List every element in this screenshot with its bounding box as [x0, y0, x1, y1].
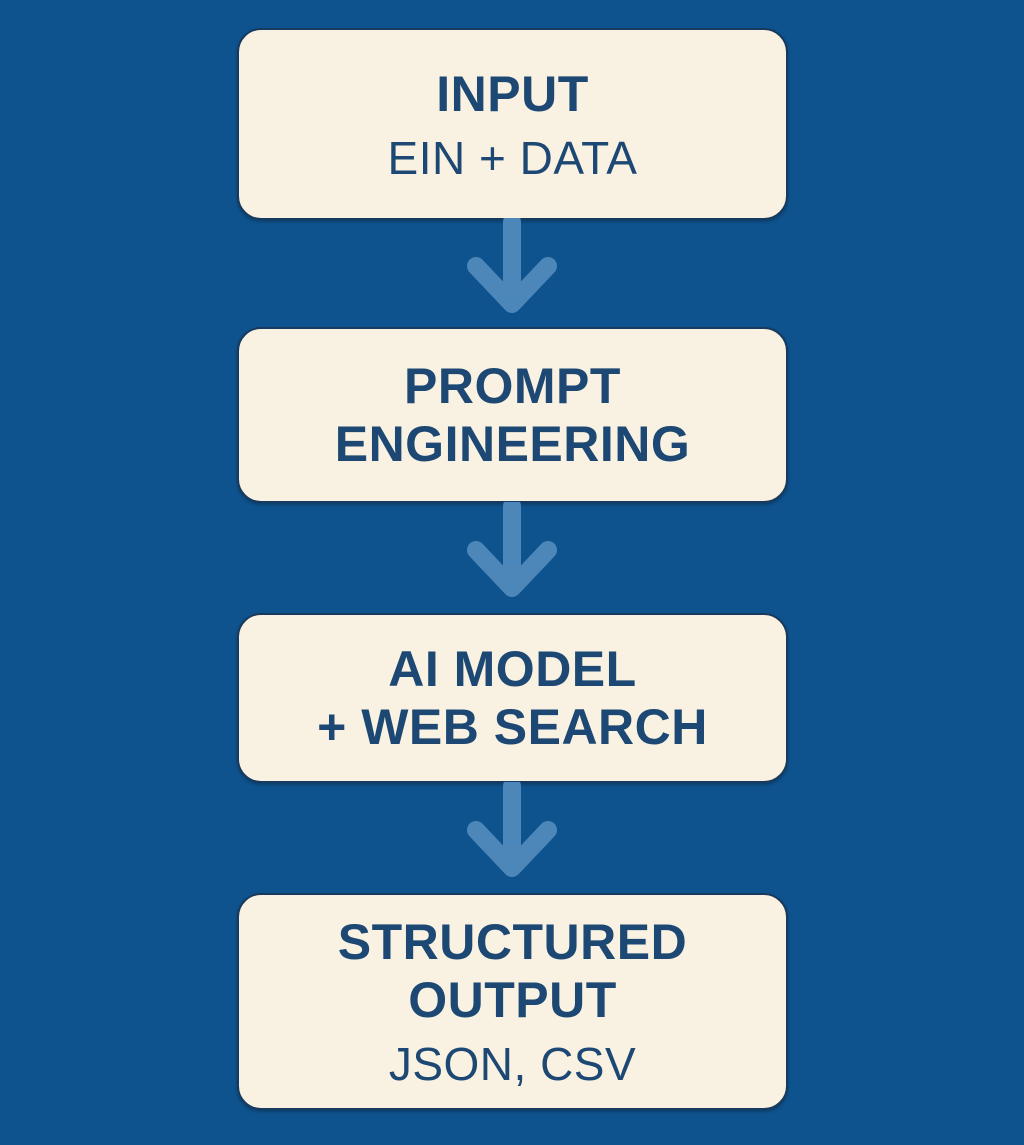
step-title: AI MODEL + WEB SEARCH	[317, 640, 708, 756]
flow-step-structured-output: STRUCTURED OUTPUT JSON, CSV	[237, 893, 788, 1110]
step-title-line: ENGINEERING	[334, 416, 691, 472]
step-title: STRUCTURED OUTPUT	[338, 913, 687, 1029]
step-title-line: PROMPT	[404, 358, 621, 414]
step-subtitle: EIN + DATA	[387, 131, 638, 184]
step-title-line: STRUCTURED	[337, 914, 688, 971]
step-title-line: AI MODEL	[388, 641, 637, 697]
step-subtitle: JSON, CSV	[388, 1038, 637, 1091]
arrow-down-icon	[467, 502, 557, 597]
step-title-line: INPUT	[436, 65, 589, 122]
flow-step-prompt-engineering: PROMPT ENGINEERING	[237, 327, 788, 503]
step-title-line: OUTPUT	[408, 972, 617, 1029]
step-title: PROMPT ENGINEERING	[335, 357, 691, 473]
flow-step-input: INPUT EIN + DATA	[237, 28, 788, 220]
step-title: INPUT	[436, 65, 589, 123]
arrow-down-icon	[467, 782, 557, 877]
step-title-line: + WEB SEARCH	[317, 699, 708, 755]
flow-step-ai-model-web-search: AI MODEL + WEB SEARCH	[237, 613, 788, 783]
arrow-down-icon	[467, 218, 557, 313]
